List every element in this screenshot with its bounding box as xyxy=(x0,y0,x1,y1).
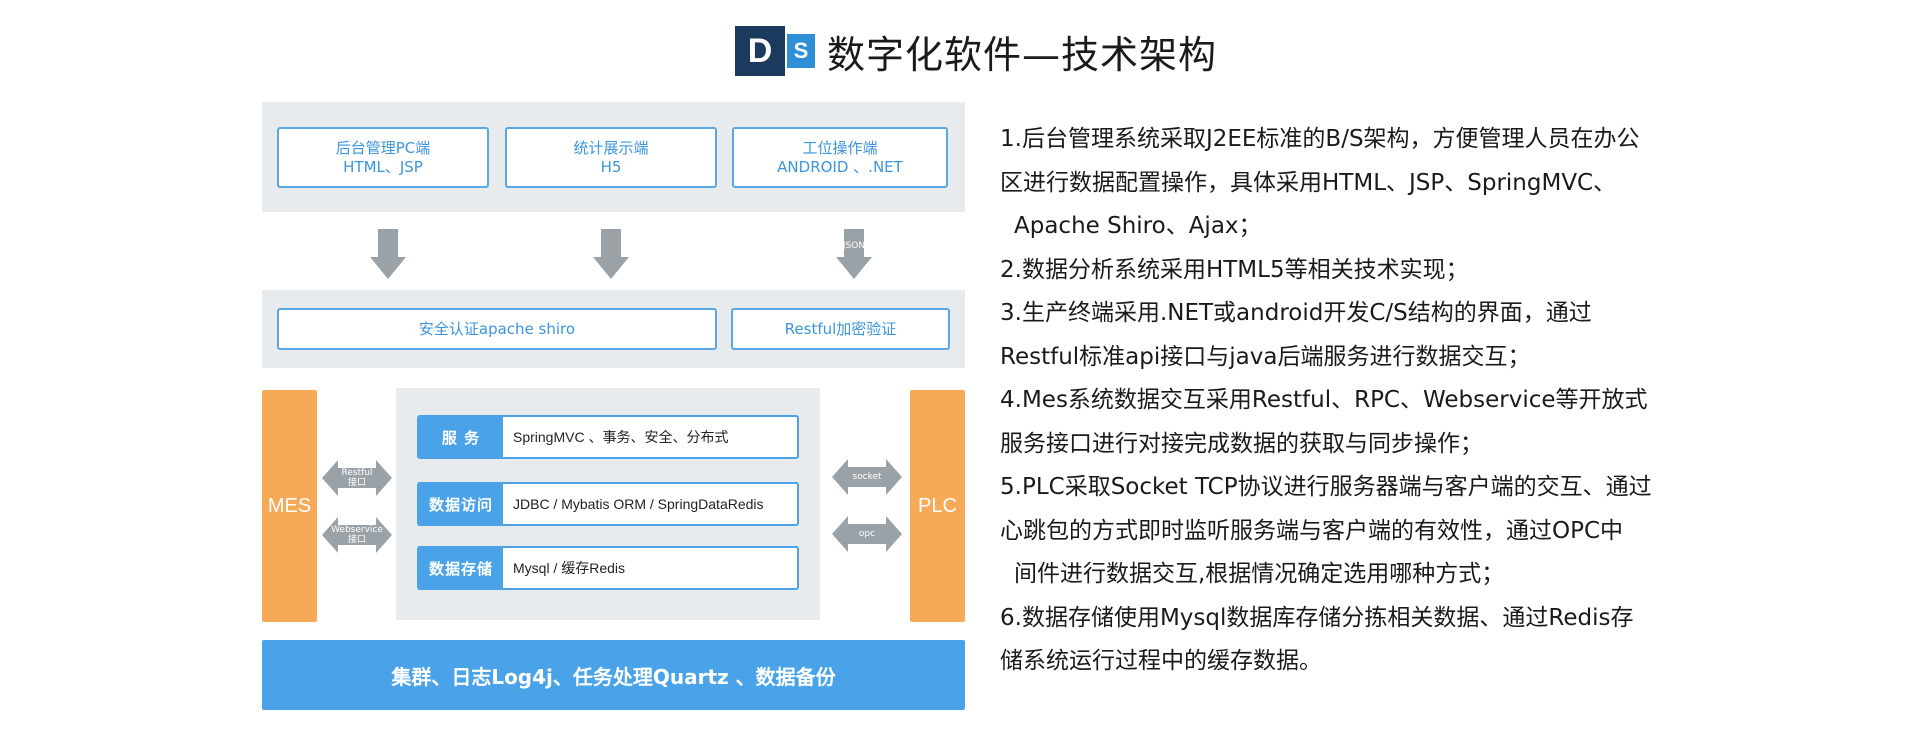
layer-desc: JDBC / Mybatis ORM / SpringDataRedis xyxy=(513,496,764,512)
architecture-description: 1.后台管理系统采取J2EE标准的B/S架构，方便管理人员在办公 区进行数据配置… xyxy=(1000,118,1900,684)
client-name: 后台管理PC端 xyxy=(335,138,431,157)
layer-tag: 数据存储 xyxy=(419,548,503,588)
plc-bar: PLC xyxy=(910,390,965,622)
arrow-label: Webservice xyxy=(331,525,383,535)
logo-s-block: S xyxy=(787,34,815,68)
description-line: 心跳包的方式即时监听服务端与客户端的有效性，通过OPC中 xyxy=(1000,517,1624,544)
client-box-station: 工位操作端 ANDROID 、.NET xyxy=(732,127,948,188)
description-line: 区进行数据配置操作，具体采用HTML、JSP、SpringMVC、 xyxy=(1000,169,1617,196)
infrastructure-bar: 集群、日志Log4j、任务处理Quartz 、数据备份 xyxy=(262,640,965,710)
json-down-arrow-icon: JSON xyxy=(836,229,872,279)
description-line: Apache Shiro、Ajax； xyxy=(1014,213,1262,239)
restful-encrypt-label: Restful加密验证 xyxy=(784,319,897,338)
layer-tag: 数据访问 xyxy=(419,484,503,524)
restful-encrypt-box: Restful加密验证 xyxy=(731,308,950,350)
description-line: 6.数据存储使用Mysql数据库存储分拣相关数据、通过Redis存 xyxy=(1000,604,1634,631)
logo-d-block: D xyxy=(735,26,785,76)
security-auth-label: 安全认证apache shiro xyxy=(418,319,576,338)
restful-double-arrow-icon: Restful 接口 xyxy=(322,458,392,498)
description-line: 4.Mes系统数据交互采用Restful、RPC、Webservice等开放式 xyxy=(1000,387,1648,413)
down-arrow-icon xyxy=(593,229,629,279)
webservice-double-arrow-icon: Webservice 接口 xyxy=(322,515,392,555)
description-line: 1.后台管理系统采取J2EE标准的B/S架构，方便管理人员在办公 xyxy=(1000,126,1640,152)
security-auth-box: 安全认证apache shiro xyxy=(277,308,717,350)
layer-row-data-access: 数据访问 JDBC / Mybatis ORM / SpringDataRedi… xyxy=(417,482,799,526)
layer-desc: Mysql / 缓存Redis xyxy=(513,560,626,576)
description-line: 服务接口进行对接完成数据的获取与同步操作； xyxy=(1000,430,1483,457)
layer-desc: SpringMVC 、事务、安全、分布式 xyxy=(513,429,729,445)
client-box-stats: 统计展示端 H5 xyxy=(505,127,717,188)
layer-row-data-storage: 数据存储 Mysql / 缓存Redis xyxy=(417,546,799,590)
description-line: Restful标准api接口与java后端服务进行数据交互； xyxy=(1000,343,1531,370)
description-line: 5.PLC采取Socket TCP协议进行服务器端与客户端的交互、通过 xyxy=(1000,474,1652,500)
description-line: 3.生产终端采用.NET或android开发C/S结构的界面，通过 xyxy=(1000,300,1592,326)
arrow-label: Restful xyxy=(341,468,373,478)
client-tech: H5 xyxy=(600,157,622,176)
opc-double-arrow-icon: opc xyxy=(832,514,902,554)
page-title: 数字化软件—技术架构 xyxy=(827,32,1218,77)
client-name: 工位操作端 xyxy=(802,138,878,157)
layer-row-service: 服 务 SpringMVC 、事务、安全、分布式 xyxy=(417,415,799,459)
arrow-label: opc xyxy=(858,529,876,539)
client-tech: HTML、JSP xyxy=(343,157,423,176)
description-line: 2.数据分析系统采用HTML5等相关技术实现； xyxy=(1000,256,1469,283)
json-arrow-label: JSON xyxy=(842,241,866,251)
header: D S 数字化软件—技术架构 xyxy=(735,26,1218,77)
socket-double-arrow-icon: socket xyxy=(832,457,902,497)
down-arrow-icon xyxy=(370,229,406,279)
client-name: 统计展示端 xyxy=(573,138,649,157)
arrow-label: 接口 xyxy=(347,535,366,545)
client-box-pc: 后台管理PC端 HTML、JSP xyxy=(277,127,489,188)
layer-tag: 服 务 xyxy=(419,417,503,457)
arrow-label: 接口 xyxy=(347,478,366,488)
client-tech: ANDROID 、.NET xyxy=(777,157,903,176)
arrow-label: socket xyxy=(852,472,882,482)
mes-bar: MES xyxy=(262,390,317,622)
description-line: 间件进行数据交互,根据情况确定选用哪种方式； xyxy=(1014,561,1505,587)
description-line: 储系统运行过程中的缓存数据。 xyxy=(1000,648,1322,674)
ds-logo: D S xyxy=(735,26,815,76)
